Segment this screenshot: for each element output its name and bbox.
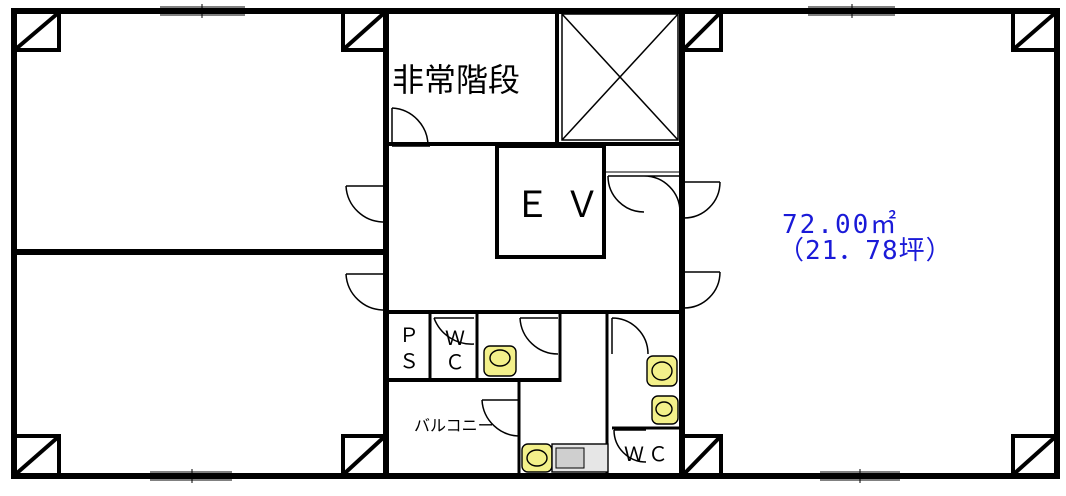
window-marks xyxy=(150,4,900,483)
washbasin-fixture xyxy=(651,395,679,425)
toilet-fixture-2 xyxy=(646,355,678,387)
exterior-walls xyxy=(11,8,1060,479)
emergency-stairs-label: 非常階段 xyxy=(392,61,521,99)
sink-fixture xyxy=(521,443,553,473)
area-square-meters: 72.00㎡ xyxy=(782,210,899,240)
column-markers xyxy=(13,10,1058,477)
toilet-label-horizontal: ＷＣ xyxy=(624,442,672,466)
door-swings xyxy=(345,107,721,463)
toilet-label-vertical: ＷＣ xyxy=(445,326,465,374)
duct-shaft xyxy=(561,13,679,141)
wet-area-walls xyxy=(386,312,682,474)
elevator-label: ＥＶ xyxy=(514,185,615,226)
area-tsubo: （21．78坪） xyxy=(778,236,953,266)
kitchen-counter xyxy=(551,443,609,473)
toilet-fixture-1 xyxy=(483,345,517,377)
balcony-label: バルコニー xyxy=(414,416,494,435)
pipe-space-label: ＰＳ xyxy=(399,323,419,373)
